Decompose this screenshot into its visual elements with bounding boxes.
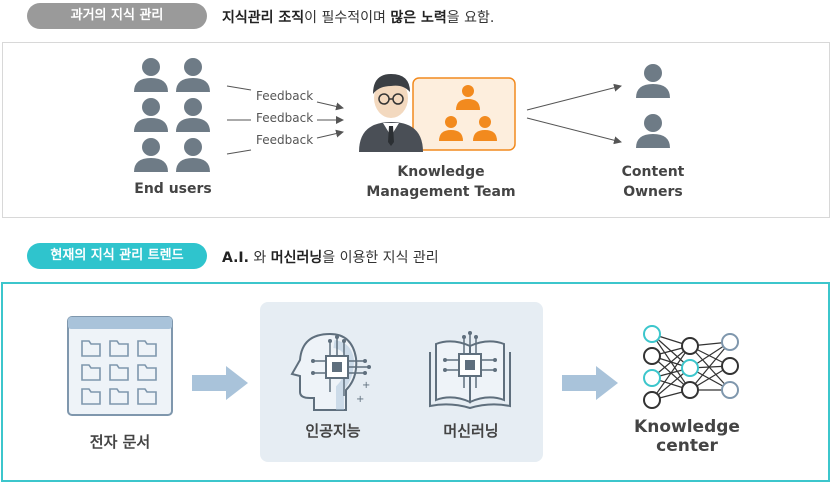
person-icon bbox=[134, 138, 168, 172]
knowledge-center-label: Knowledge center bbox=[622, 418, 752, 456]
person-icon bbox=[176, 98, 210, 132]
digital-docs-label: 전자 문서 bbox=[89, 433, 151, 451]
km-team-label-line: Management Team bbox=[366, 184, 516, 200]
knowledge-center-line: Knowledge bbox=[634, 417, 740, 437]
svg-text:+: + bbox=[356, 394, 364, 405]
manager-icon bbox=[359, 74, 423, 152]
headline-part: 지식관리 조직 bbox=[222, 10, 305, 26]
headline-part: A.I. bbox=[222, 250, 249, 266]
ml-book-icon bbox=[429, 331, 511, 410]
arrow-icon bbox=[562, 366, 618, 400]
cognitive-label: 인공지능 bbox=[305, 422, 361, 440]
person-icon bbox=[176, 138, 210, 172]
knowledge-center-line: center bbox=[656, 436, 718, 456]
ml-label: 머신러닝 bbox=[443, 422, 499, 440]
person-icon bbox=[134, 58, 168, 92]
person-icon bbox=[636, 114, 670, 148]
headline-part: 이 필수적이며 bbox=[304, 10, 391, 26]
content-owners-label-line: Content bbox=[621, 164, 685, 180]
headline-part: 와 bbox=[248, 250, 271, 266]
content-owners-group bbox=[636, 64, 670, 148]
neural-net-icon bbox=[643, 325, 739, 409]
headline-part: 을 이용한 지식 관리 bbox=[322, 250, 439, 266]
content-owners-label-line: Owners bbox=[623, 184, 683, 200]
folder-grid-icon bbox=[67, 316, 173, 416]
feedback-arrows bbox=[226, 85, 344, 155]
headline-part: 많은 노력 bbox=[390, 10, 447, 26]
person-icon bbox=[134, 98, 168, 132]
current-km-panel bbox=[1, 282, 830, 482]
content-owners-label: Content Owners bbox=[600, 162, 706, 202]
end-users-group bbox=[134, 58, 210, 172]
past-km-headline: 지식관리 조직이 필수적이며 많은 노력을 요함. bbox=[222, 7, 494, 27]
person-icon bbox=[176, 58, 210, 92]
past-km-panel bbox=[2, 42, 830, 218]
end-users-label: End users bbox=[134, 181, 212, 197]
svg-text:+: + bbox=[362, 380, 370, 391]
ai-head-icon: + + bbox=[290, 332, 371, 411]
person-icon bbox=[636, 64, 670, 98]
feedback-label: Feedback bbox=[256, 133, 314, 147]
arrow-icon bbox=[192, 366, 248, 400]
km-team-graphic bbox=[359, 74, 516, 152]
headline-part: 을 요함. bbox=[446, 10, 495, 26]
current-km-pill: 현재의 지식 관리 트렌드 bbox=[27, 243, 207, 269]
past-km-pill: 과거의 지식 관리 bbox=[27, 3, 207, 29]
headline-part: 머신러닝 bbox=[270, 250, 323, 266]
team-icon bbox=[439, 85, 497, 141]
km-team-label-line: Knowledge bbox=[397, 164, 485, 180]
feedback-label: Feedback bbox=[256, 89, 314, 103]
feedback-label: Feedback bbox=[256, 111, 314, 125]
km-team-label: Knowledge Management Team bbox=[355, 162, 527, 202]
owners-arrows bbox=[526, 83, 622, 145]
current-km-headline: A.I. 와 머신러닝을 이용한 지식 관리 bbox=[222, 247, 439, 267]
